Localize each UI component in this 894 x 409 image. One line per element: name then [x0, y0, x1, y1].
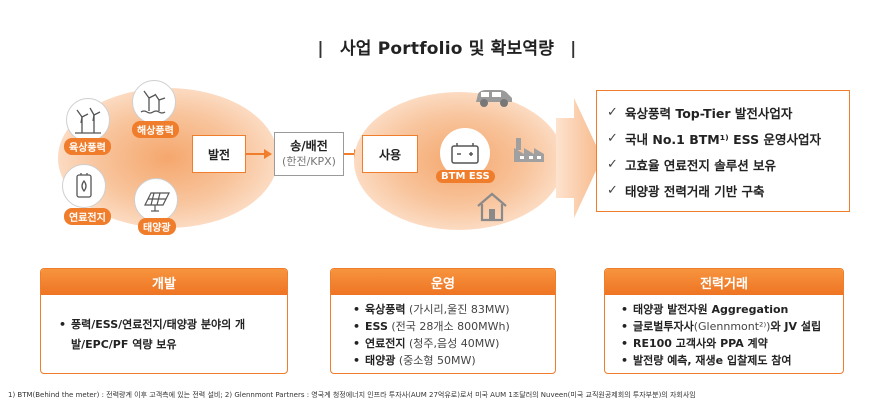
- footnote: 1) BTM(Behind the meter) : 전력량계 이후 고객측에 …: [8, 391, 696, 399]
- list-item: •ESS (전국 28개소 800MWh): [353, 320, 510, 333]
- list-item: •태양광 발전자원 Aggregation: [621, 303, 789, 316]
- battery-icon: [440, 128, 490, 178]
- arrow-line: [344, 153, 356, 155]
- usage-box: 사용: [362, 135, 418, 173]
- generation-box: 발전: [192, 135, 246, 173]
- fuel-cell-label: 연료전지: [64, 208, 111, 225]
- operation-card: 운영 •육상풍력 (가시리,울진 83MW) •ESS (전국 28개소 800…: [330, 268, 556, 374]
- achievement-item: ✓ 육상풍력 Top-Tier 발전사업자: [607, 104, 793, 121]
- trading-card: 전력거래 •태양광 발전자원 Aggregation •글로벌투자사(Glenn…: [604, 268, 844, 374]
- list-item: •글로벌투자사(Glennmont²⁾)와 JV 설립: [621, 320, 822, 333]
- arrow-head: [264, 149, 272, 159]
- offshore-wind-label: 해상풍력: [132, 121, 179, 138]
- check-icon: ✓: [607, 104, 618, 120]
- transmission-box: 송/배전 (한전/KPX): [274, 132, 344, 176]
- check-icon: ✓: [607, 156, 618, 172]
- operation-card-header: 운영: [331, 269, 555, 295]
- trading-card-header: 전력거래: [605, 269, 843, 295]
- list-item: •태양광 (중소형 50MW): [353, 354, 476, 367]
- fuel-cell-icon: [62, 164, 106, 208]
- development-card: 개발 • 풍력/ESS/연료전지/태양광 분야의 개발/EPC/PF 역량 보유: [40, 268, 288, 374]
- arrow-line: [246, 153, 266, 155]
- achievement-item: ✓ 태양광 전력거래 기반 구축: [607, 182, 765, 199]
- development-card-header: 개발: [41, 269, 287, 295]
- factory-icon: [512, 134, 546, 164]
- transmission-label: 송/배전: [290, 139, 328, 153]
- ev-car-icon: [472, 84, 516, 110]
- list-item: • 풍력/ESS/연료전지/태양광 분야의 개발/EPC/PF 역량 보유: [59, 318, 246, 351]
- list-item: •육상풍력 (가시리,울진 83MW): [353, 303, 510, 316]
- btm-ess-label: BTM ESS: [436, 170, 495, 183]
- list-item: •연료전지 (청주,음성 40MW): [353, 337, 500, 350]
- achievement-item: ✓ 고효율 연료전지 솔루션 보유: [607, 156, 777, 173]
- onshore-wind-label: 육상풍력: [64, 138, 111, 155]
- transmission-sublabel: (한전/KPX): [282, 155, 336, 168]
- achievement-item: ✓ 국내 No.1 BTM¹⁾ ESS 운영사업자: [607, 130, 821, 147]
- house-icon: [474, 190, 510, 224]
- solar-panel-icon: [134, 178, 178, 222]
- solar-label: 태양광: [138, 218, 176, 235]
- big-arrow-icon: [556, 98, 602, 218]
- list-item: •RE100 고객사와 PPA 계약: [621, 337, 768, 350]
- offshore-wind-icon: [132, 80, 176, 124]
- onshore-wind-icon: [66, 98, 110, 142]
- check-icon: ✓: [607, 130, 618, 146]
- achievements-box: ✓ 육상풍력 Top-Tier 발전사업자 ✓ 국내 No.1 BTM¹⁾ ES…: [596, 90, 850, 212]
- list-item: •발전량 예측, 재생e 입찰제도 참여: [621, 354, 792, 367]
- page-title: | 사업 Portfolio 및 확보역량 |: [317, 39, 577, 59]
- check-icon: ✓: [607, 182, 618, 198]
